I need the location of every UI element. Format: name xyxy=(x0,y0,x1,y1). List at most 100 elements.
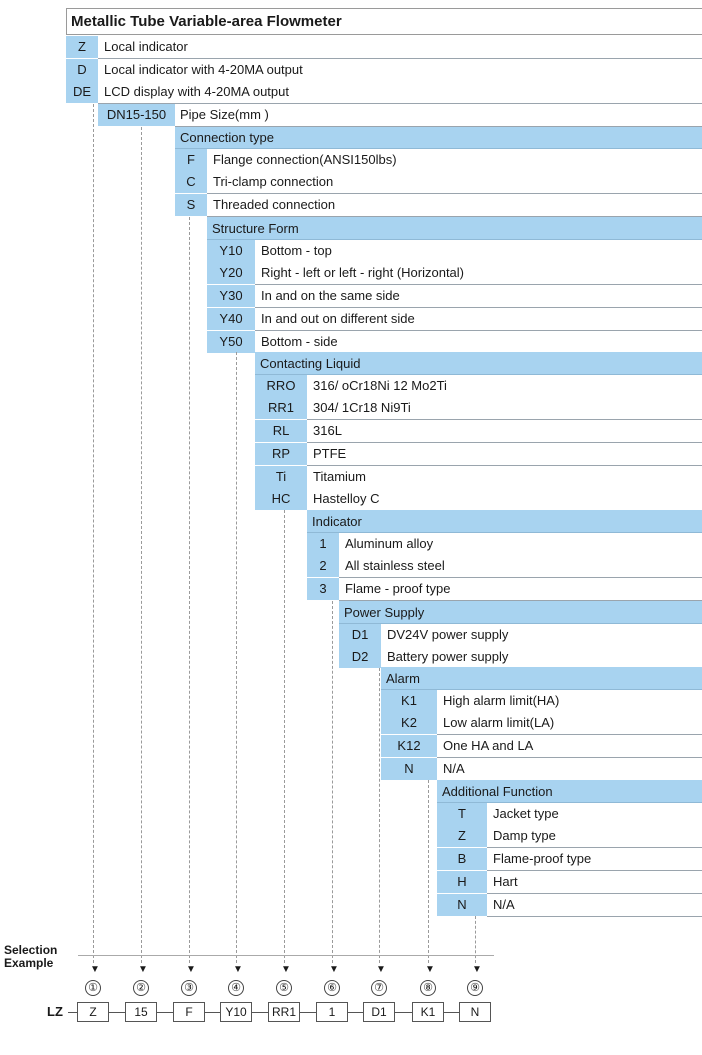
guide-line xyxy=(189,217,190,963)
option-code: RP xyxy=(255,442,307,465)
step-number: ① xyxy=(85,980,101,996)
option-code: RL xyxy=(255,420,307,443)
guide-line xyxy=(475,916,476,963)
selected-code-box: Y10 xyxy=(220,1002,252,1022)
option-desc: 304/ 1Cr18 Ni9Ti xyxy=(313,400,411,416)
option-desc: Low alarm limit(LA) xyxy=(443,715,555,731)
selected-code-box: N xyxy=(459,1002,491,1022)
step-number: ⑦ xyxy=(371,980,387,996)
selected-code-box: Z xyxy=(77,1002,109,1022)
option-code: 2 xyxy=(307,555,339,578)
option-desc: Local indicator xyxy=(104,39,188,54)
option-code: HC xyxy=(255,488,307,511)
selected-code-box: D1 xyxy=(363,1002,395,1022)
selected-code-box: 15 xyxy=(125,1002,157,1022)
option-desc: Local indicator with 4-20MA output xyxy=(104,61,303,77)
option-code: Z xyxy=(437,825,487,848)
option-desc: Hart xyxy=(493,873,518,889)
option-desc: Bottom - side xyxy=(261,333,338,349)
option-row xyxy=(437,757,702,781)
indicator-header: Indicator xyxy=(307,510,702,533)
power-header: Power Supply xyxy=(339,601,702,624)
option-code: H xyxy=(437,870,487,893)
option-code: RR1 xyxy=(255,397,307,420)
option-code: Y20 xyxy=(207,262,255,285)
option-code: K12 xyxy=(381,735,437,758)
option-desc: Titamium xyxy=(313,468,366,484)
option-row xyxy=(487,825,702,849)
option-row xyxy=(255,239,702,263)
option-desc: PTFE xyxy=(313,445,347,461)
option-code: K1 xyxy=(381,689,437,712)
option-desc: Threaded connection xyxy=(213,197,336,213)
connection-header: Connection type xyxy=(175,126,702,149)
option-code: F xyxy=(175,148,207,171)
option-row xyxy=(307,374,702,398)
option-code: D xyxy=(66,58,98,81)
selected-code-box: F xyxy=(173,1002,205,1022)
option-code: Y50 xyxy=(207,330,255,353)
option-desc: One HA and LA xyxy=(443,738,534,754)
selection-rule xyxy=(78,955,494,956)
option-desc: Right - left or left - right (Horizontal… xyxy=(261,265,465,281)
option-code: Y40 xyxy=(207,307,255,330)
option-desc: N/A xyxy=(443,760,465,776)
option-code: N xyxy=(437,893,487,916)
guide-line xyxy=(332,601,333,963)
option-code: Y30 xyxy=(207,285,255,308)
alarm-header: Alarm xyxy=(381,667,702,690)
option-row xyxy=(207,194,702,218)
option-code: C xyxy=(175,171,207,194)
option-code: RRO xyxy=(255,374,307,397)
selected-code-box: K1 xyxy=(412,1002,444,1022)
guide-line xyxy=(236,352,237,963)
guide-line xyxy=(379,668,380,963)
selected-code-box: 1 xyxy=(316,1002,348,1022)
option-row xyxy=(487,802,702,826)
option-desc: In and on the same side xyxy=(261,288,400,304)
pipe-code: DN15-150 xyxy=(98,104,175,126)
option-row xyxy=(487,870,702,894)
option-row xyxy=(207,171,702,195)
option-row xyxy=(98,58,702,82)
guide-line xyxy=(141,127,142,963)
step-number: ② xyxy=(133,980,149,996)
additional-header: Additional Function xyxy=(437,780,702,803)
option-code: K2 xyxy=(381,712,437,735)
option-code: Y10 xyxy=(207,239,255,262)
option-desc: Jacket type xyxy=(493,805,559,821)
option-row xyxy=(207,148,702,172)
arrow-down-icon: ▼ xyxy=(329,964,339,975)
option-desc: Hastelloy C xyxy=(313,491,380,507)
structure-header: Structure Form xyxy=(207,217,702,240)
option-code: Z xyxy=(66,36,98,58)
option-desc: LCD display with 4-20MA output xyxy=(104,84,289,100)
option-row xyxy=(381,623,702,647)
step-number: ⑧ xyxy=(420,980,436,996)
option-desc: All stainless steel xyxy=(345,558,445,574)
option-row xyxy=(255,307,702,331)
arrow-down-icon: ▼ xyxy=(233,964,243,975)
step-number: ⑥ xyxy=(324,980,340,996)
step-number: ③ xyxy=(181,980,197,996)
step-number: ⑤ xyxy=(276,980,292,996)
arrow-down-icon: ▼ xyxy=(472,964,482,975)
step-number: ⑨ xyxy=(467,980,483,996)
liquid-header: Contacting Liquid xyxy=(255,352,702,375)
selection-label-1: Selection xyxy=(4,943,58,957)
option-code: Ti xyxy=(255,465,307,488)
option-desc: Damp type xyxy=(493,828,556,844)
arrow-down-icon: ▼ xyxy=(138,964,148,975)
option-desc: N/A xyxy=(493,896,515,912)
option-code: 3 xyxy=(307,578,339,601)
option-row xyxy=(307,465,702,489)
option-desc: 316/ oCr18Ni 12 Mo2Ti xyxy=(313,377,447,393)
arrow-down-icon: ▼ xyxy=(90,964,100,975)
option-row xyxy=(487,848,702,872)
option-row xyxy=(339,532,702,556)
option-desc: Flame - proof type xyxy=(345,581,451,597)
guide-line xyxy=(93,104,94,963)
page-title: Metallic Tube Variable-area Flowmeter xyxy=(66,8,702,35)
option-row xyxy=(437,735,702,759)
option-code: T xyxy=(437,802,487,825)
